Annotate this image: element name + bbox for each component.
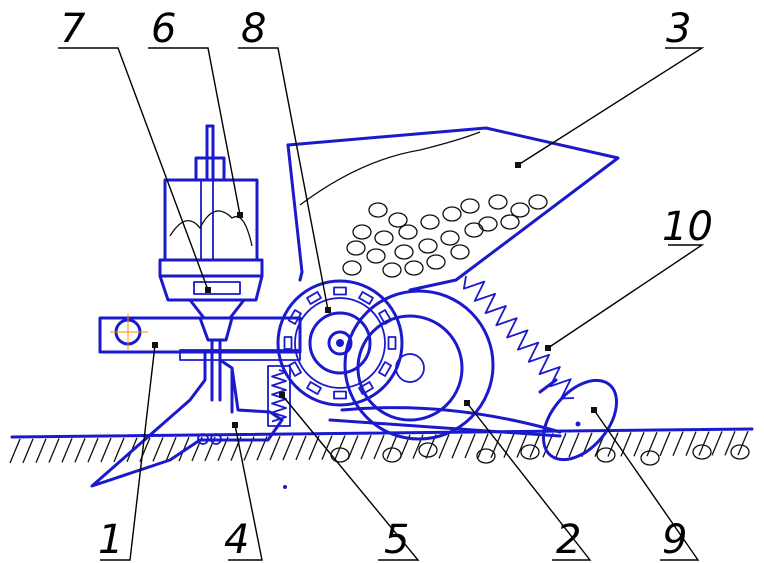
label-4: 4: [224, 517, 249, 563]
hopper-spring: [463, 275, 575, 400]
label-7: 7: [60, 6, 86, 52]
fluid-tank: [158, 124, 264, 320]
label-5: 5: [384, 517, 409, 563]
label-3: 3: [666, 6, 691, 52]
label-10: 10: [662, 204, 713, 250]
metering-disc: [276, 279, 404, 407]
label-9: 9: [662, 517, 687, 563]
dispenser-nozzle: [198, 316, 234, 402]
spring-damper: [267, 365, 291, 427]
soil-pebbles: [330, 442, 750, 466]
label-1: 1: [98, 517, 123, 563]
seed-hopper: [286, 126, 620, 292]
label-6: 6: [151, 6, 176, 52]
soil-hatching: [9, 430, 749, 464]
press-wheel: [328, 289, 562, 441]
coverer-disc: [538, 378, 619, 462]
disc-seed-slots: [283, 286, 397, 400]
label-8: 8: [241, 6, 266, 52]
label-2: 2: [556, 517, 581, 563]
ground: [9, 427, 754, 466]
callout-dots: [152, 162, 597, 489]
leader-lines: [58, 47, 705, 561]
hopper-seeds: [342, 194, 548, 278]
furrow-opener: [90, 350, 284, 488]
